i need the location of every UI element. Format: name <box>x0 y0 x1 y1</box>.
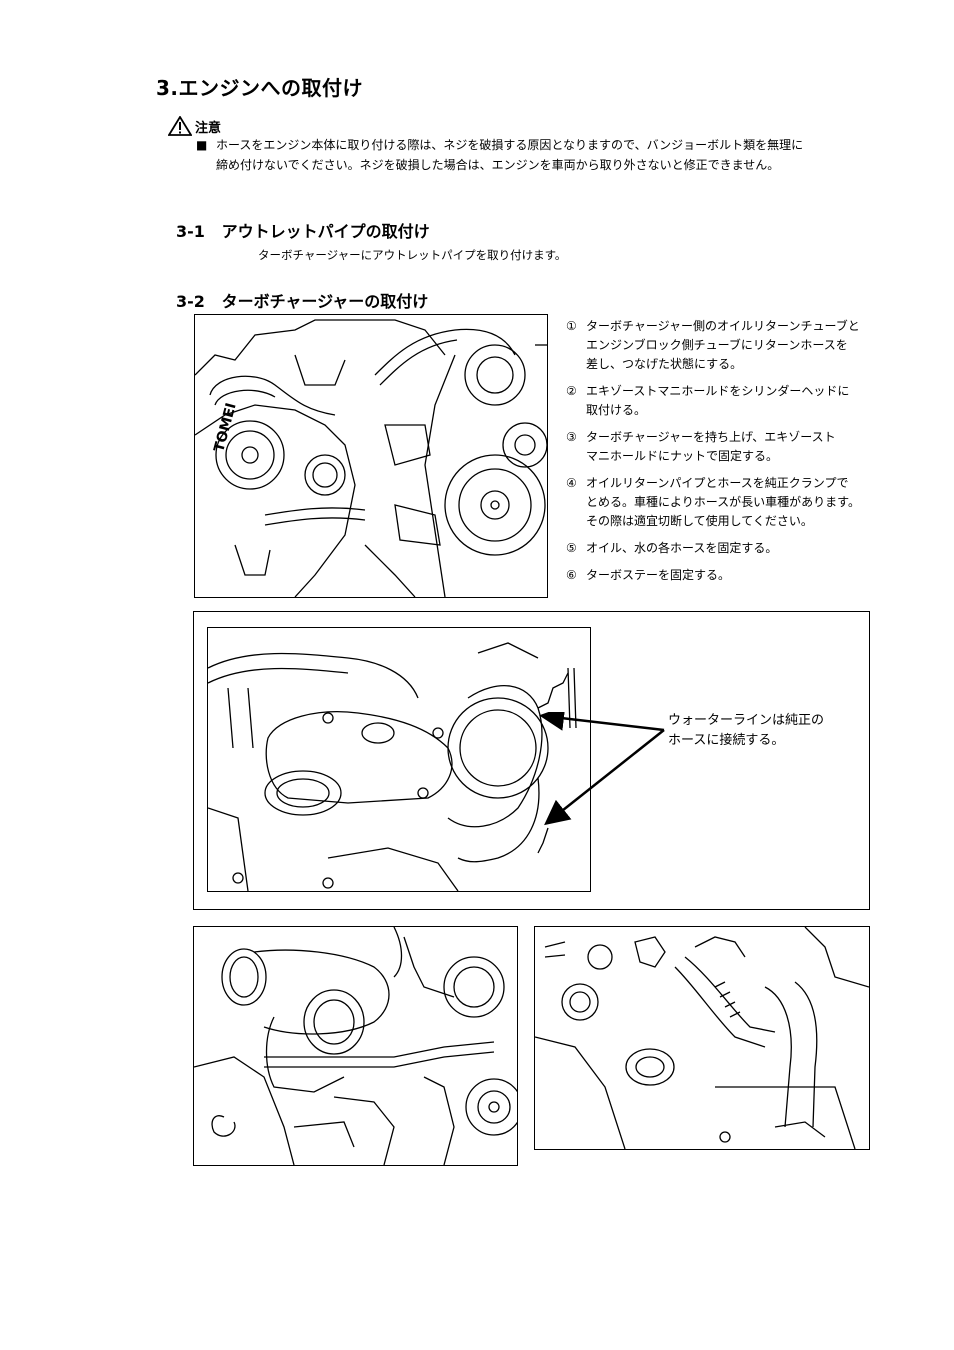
water-line-callout: ウォーターラインは純正の ホースに接続する。 <box>668 713 825 748</box>
step-item: ② エキゾーストマニホールドをシリンダーヘッドに 取付ける。 <box>566 382 896 420</box>
step-number: ⑤ <box>566 541 577 555</box>
caution-title: 注意 <box>195 120 222 136</box>
page-title: 3.エンジンへの取付け <box>156 76 364 100</box>
turbo-water-line-illustration <box>207 627 591 892</box>
callout-arrows <box>530 712 670 837</box>
caution-bullet: ■ <box>196 138 208 152</box>
arrow-upper <box>539 712 665 732</box>
step-item: ⑥ ターボステーを固定する。 <box>566 566 896 585</box>
step-text: ターボチャージャーを持ち上げ、エキゾースト マニホールドにナットで固定する。 <box>586 430 836 463</box>
section-number: 3-1 <box>176 222 205 241</box>
section-title: ターボチャージャーの取付け <box>221 292 429 311</box>
caution-header: 注意 <box>168 116 221 136</box>
step-number: ④ <box>566 476 577 490</box>
installation-steps: ① ターボチャージャー側のオイルリターンチューブと エンジンブロック側チューブに… <box>566 317 896 593</box>
step-text: エキゾーストマニホールドをシリンダーヘッドに 取付ける。 <box>586 384 850 417</box>
step-item: ① ターボチャージャー側のオイルリターンチューブと エンジンブロック側チューブに… <box>566 317 896 374</box>
step-number: ① <box>566 319 577 333</box>
step-text: ターボチャージャー側のオイルリターンチューブと エンジンブロック側チューブにリタ… <box>586 319 860 371</box>
step-item: ⑤ オイル、水の各ホースを固定する。 <box>566 539 896 558</box>
step-text: ターボステーを固定する。 <box>586 568 731 582</box>
section-heading-3-1: 3-1 アウトレットパイプの取付け <box>176 218 430 242</box>
step-number: ③ <box>566 430 577 444</box>
turbo-logo-text: TOMEI <box>211 401 239 454</box>
intake-hose-illustration <box>534 926 870 1150</box>
step-number: ② <box>566 384 577 398</box>
section-description: ターボチャージャーにアウトレットパイプを取り付けます。 <box>258 248 567 262</box>
caution-paragraph: ホースをエンジン本体に取り付ける際は、ネジを破損する原因となりますので、バンジョ… <box>216 138 804 172</box>
outlet-pipe-illustration <box>193 926 518 1166</box>
section-heading-3-2: 3-2 ターボチャージャーの取付け <box>176 288 428 312</box>
engine-illustration-1: TOMEI <box>194 314 548 598</box>
step-number: ⑥ <box>566 568 577 582</box>
step-item: ③ ターボチャージャーを持ち上げ、エキゾースト マニホールドにナットで固定する。 <box>566 428 896 466</box>
step-item: ④ オイルリターンパイプとホースを純正クランプで とめる。車種によりホースが長い… <box>566 474 896 531</box>
arrow-lower <box>544 729 665 826</box>
caution-text: ■ ホースをエンジン本体に取り付ける際は、ネジを破損する原因となりますので、バン… <box>196 135 806 175</box>
section-number: 3-2 <box>176 292 205 311</box>
step-text: オイルリターンパイプとホースを純正クランプで とめる。車種によりホースが長い車種… <box>586 476 860 528</box>
section-title: アウトレットパイプの取付け <box>221 222 430 241</box>
step-text: オイル、水の各ホースを固定する。 <box>586 541 778 555</box>
warning-triangle-icon <box>168 116 192 136</box>
